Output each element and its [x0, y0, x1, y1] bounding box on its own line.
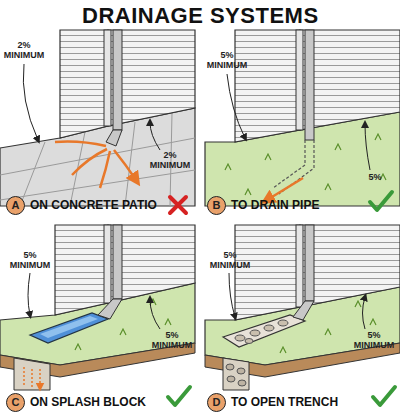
open-trench: [223, 315, 305, 347]
water-flow-arrow: [55, 142, 136, 189]
panel-a: [0, 30, 195, 213]
stone: [235, 335, 245, 341]
check-mark: [373, 387, 395, 405]
slope-leader: [363, 297, 366, 329]
splash-block-channel: [40, 316, 98, 338]
downspout-elbow: [98, 299, 122, 319]
seepage-arrow: [24, 367, 40, 387]
slope-leader: [150, 299, 160, 329]
house-wall: [300, 30, 400, 130]
stone: [250, 330, 260, 336]
trench-section: [223, 358, 249, 390]
corner-trim: [104, 30, 111, 126]
house-wall: [108, 225, 195, 303]
panel-d: [205, 225, 400, 405]
corner-trim: [104, 225, 111, 303]
downspout-elbow: [293, 301, 314, 320]
slope-label: 5% MINIMUM: [148, 330, 196, 350]
slope-leader: [28, 273, 30, 315]
house-wall: [60, 30, 108, 138]
slope-label: 5% MINIMUM: [6, 250, 54, 270]
house-wall: [235, 225, 300, 320]
panel-caption: TO OPEN TRENCH: [231, 395, 338, 409]
water-flow-arrow: [267, 178, 303, 200]
downspout-elbow: [106, 130, 122, 146]
slope-label: 5%: [360, 172, 390, 182]
panel-letter: D: [207, 393, 226, 412]
panel-caption: ON SPLASH BLOCK: [30, 395, 146, 409]
slope-leader: [365, 124, 370, 170]
panel-letter: B: [207, 196, 226, 215]
panel-letter: C: [6, 393, 25, 412]
stone: [226, 364, 234, 370]
downspout: [113, 30, 122, 130]
slope-leader: [229, 273, 235, 317]
house-wall: [300, 225, 400, 307]
downspout: [113, 225, 122, 299]
stone: [245, 339, 253, 344]
slope-label: 5% MINIMUM: [206, 250, 254, 270]
splash-block: [30, 313, 108, 343]
slope-label: 2% MINIMUM: [146, 150, 194, 170]
stone: [278, 320, 288, 326]
corner-trim: [296, 30, 303, 130]
slope-label: 5% MINIMUM: [350, 330, 398, 350]
stone: [237, 368, 245, 374]
check-mark: [168, 387, 190, 405]
house-wall: [235, 30, 300, 142]
stone: [227, 376, 235, 382]
title: DRAINAGE SYSTEMS: [82, 3, 319, 29]
panel-c: [0, 225, 195, 405]
panel-caption: TO DRAIN PIPE: [231, 198, 319, 212]
panel-caption: ON CONCRETE PATIO: [30, 198, 157, 212]
slope-leader: [150, 122, 160, 150]
slope-leader: [23, 64, 38, 140]
panel-b: [205, 30, 400, 210]
slope-label: 5% MINIMUM: [203, 50, 251, 70]
house-wall: [55, 225, 108, 315]
stone: [238, 380, 246, 386]
slope-leader: [227, 74, 245, 138]
grass-tufts: [225, 134, 386, 195]
slope-label: 2% MINIMUM: [0, 40, 48, 60]
downspout: [305, 30, 314, 140]
panel-letter: A: [6, 196, 25, 215]
gravel-pit: [14, 358, 50, 390]
corner-trim: [296, 225, 303, 307]
stone: [264, 325, 274, 331]
buried-drain-pipe: [273, 140, 314, 194]
check-mark: [370, 192, 392, 210]
cross-mark: [170, 197, 186, 213]
downspout: [305, 225, 314, 301]
